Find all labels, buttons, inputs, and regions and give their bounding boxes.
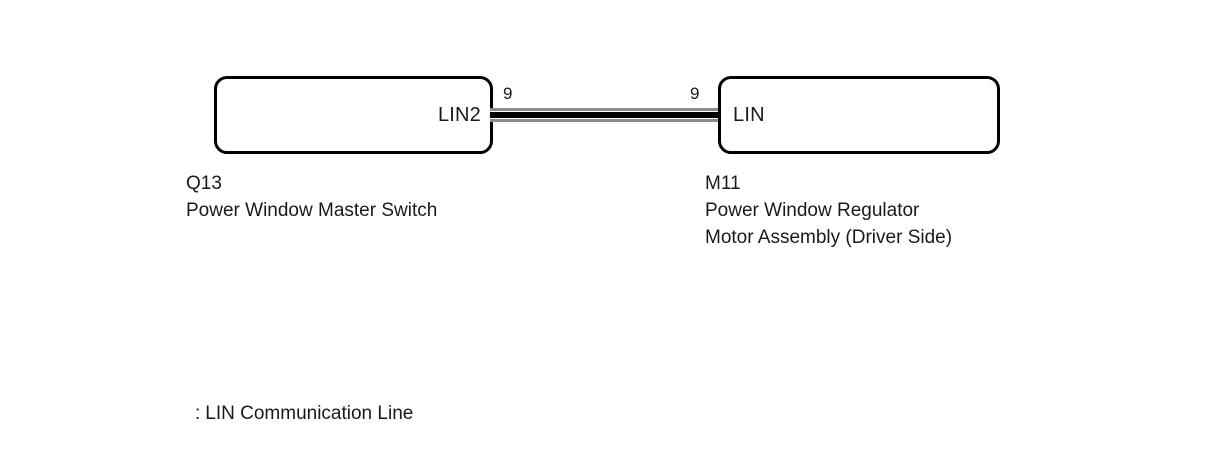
lin-line-lower-gap [490, 118, 721, 119]
component-box-master-switch: LIN2 [214, 76, 493, 154]
legend-label: :LIN Communication Line [195, 404, 413, 423]
legend-lin-line-swatch [113, 406, 193, 420]
terminal-label-lin2: LIN2 [437, 104, 481, 126]
pin-number-right: 9 [690, 84, 700, 103]
lin-communication-line [490, 108, 721, 122]
terminal-label-lin: LIN [733, 104, 765, 126]
caption-master-switch: Q13 Power Window Master Switch [186, 170, 437, 224]
legend-separator: : [195, 402, 201, 424]
component-name-regulator-line1: Power Window Regulator [705, 200, 920, 221]
lin-line-lower-band [490, 119, 721, 122]
component-code-q13: Q13 [186, 173, 222, 194]
legend: :LIN Communication Line [113, 402, 413, 424]
pin-number-left: 9 [503, 84, 513, 103]
lin-line-core-band [490, 112, 721, 118]
caption-regulator-motor: M11 Power Window Regulator Motor Assembl… [705, 170, 952, 251]
component-name-master-switch: Power Window Master Switch [186, 200, 438, 221]
component-code-m11: M11 [705, 173, 741, 194]
legend-description: LIN Communication Line [205, 402, 414, 424]
lin-line-upper-gap [490, 111, 721, 112]
component-name-regulator-line2: Motor Assembly (Driver Side) [705, 227, 953, 248]
lin-line-upper-band [490, 108, 721, 111]
component-box-regulator-motor: LIN [718, 76, 1000, 154]
